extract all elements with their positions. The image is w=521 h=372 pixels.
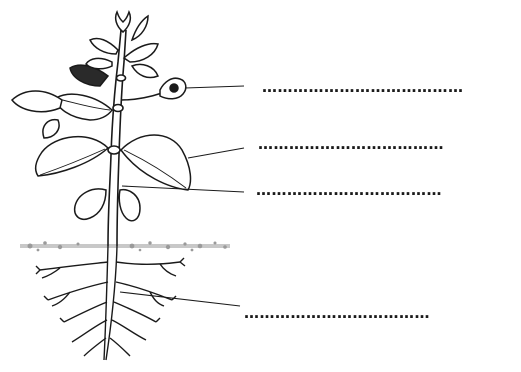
answer-blank-leaf[interactable]: ……………………………… <box>258 137 444 152</box>
answer-blank-flower[interactable]: ………………………………… <box>262 80 464 95</box>
leader-line-leaf <box>188 148 244 158</box>
answer-blank-stem[interactable]: ……………………………… <box>256 183 442 198</box>
leader-line-root <box>120 292 240 306</box>
roots <box>36 246 185 360</box>
flower <box>121 78 186 100</box>
leader-line-flower <box>185 86 244 88</box>
soil-band <box>20 241 230 251</box>
cotyledons <box>75 189 140 221</box>
answer-blank-root[interactable]: ……………………………… <box>244 306 430 321</box>
leaves <box>12 16 190 190</box>
leader-lines <box>120 86 244 306</box>
terminal-bud <box>116 12 131 32</box>
